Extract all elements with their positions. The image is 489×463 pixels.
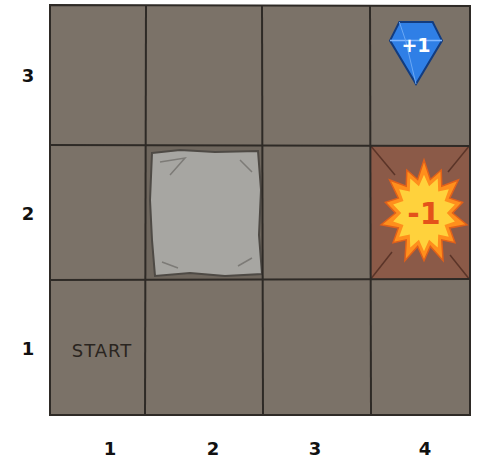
column-number: 4: [419, 438, 432, 459]
column-number: 3: [309, 438, 322, 459]
reward-value: +1: [401, 34, 430, 56]
row-number: 3: [22, 65, 35, 86]
reward-value: -1: [407, 196, 440, 231]
pit-cell: [370, 145, 470, 280]
wall-shadow: [146, 146, 262, 279]
grid-lines: [50, 5, 470, 415]
burst-inner: [393, 175, 455, 251]
gem-body: [390, 22, 442, 84]
column-number: 1: [104, 438, 117, 459]
start-label: START: [72, 340, 133, 361]
grid-floor: [50, 5, 470, 415]
row-number: 1: [22, 338, 35, 359]
penalty-burst: -1: [380, 160, 468, 266]
wall-block: [150, 150, 262, 276]
row-number: 2: [22, 203, 35, 224]
column-number: 2: [207, 438, 220, 459]
reward-gem: +1: [390, 22, 442, 84]
wall-texture: [160, 158, 252, 268]
burst-outer: [381, 160, 467, 261]
pit-cracks: [370, 145, 470, 280]
